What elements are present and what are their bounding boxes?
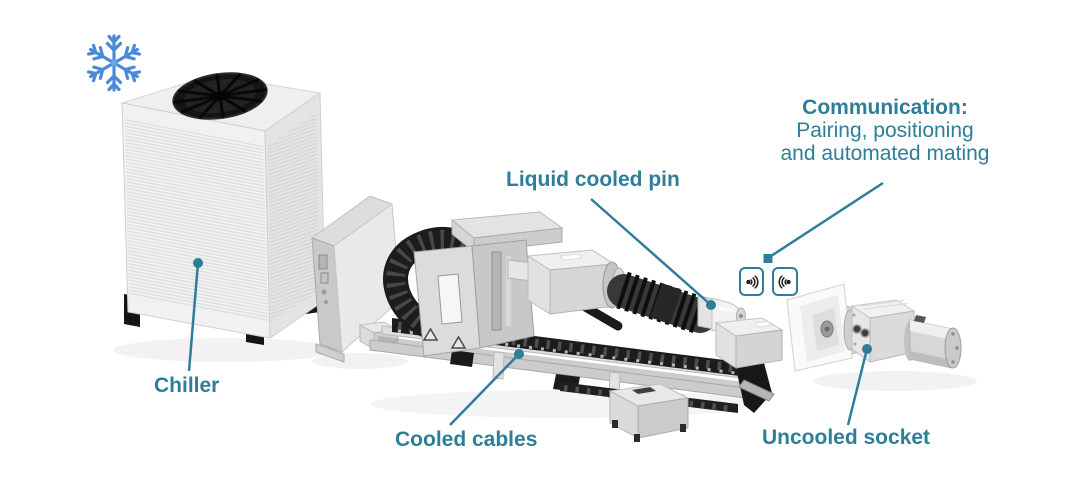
- cable-cabinet: [310, 195, 401, 363]
- junction-box-handle: [632, 387, 656, 394]
- junction-box: [608, 383, 690, 442]
- communication-line3: and automated mating: [780, 142, 990, 165]
- hose-smooth-band: [650, 283, 682, 324]
- cabinet-connector: [318, 254, 328, 270]
- wireless-transmit-icon: [739, 267, 764, 296]
- corrugated-hose: [607, 271, 717, 335]
- connector-box-b: [714, 317, 784, 369]
- snowflake-icon: [85, 34, 143, 92]
- pin-leader-line: [590, 198, 716, 310]
- mating-funnel: [786, 283, 869, 372]
- chiller-front-louvers: [125, 119, 268, 321]
- chiller-label: Chiller: [154, 374, 220, 397]
- communication-leader-line: [763, 181, 884, 263]
- rail-foot: [450, 350, 474, 367]
- carriage-cutout: [437, 273, 463, 325]
- chiller-side-louvers: [268, 113, 321, 322]
- chiller-leader-line: [187, 258, 203, 372]
- communication-title: Communication:: [802, 96, 968, 119]
- cabinet-connector: [320, 272, 329, 284]
- cooled-cables-label: Cooled cables: [395, 428, 538, 451]
- carriage-side: [471, 239, 535, 349]
- cables-leader-line: [449, 349, 524, 426]
- chiller-fan: [172, 72, 268, 120]
- socket-contact-hole: [860, 328, 870, 338]
- liquid-cooled-pin-label: Liquid cooled pin: [506, 168, 680, 191]
- warning-triangle-icon: [450, 335, 467, 349]
- communication-line2: Pairing, positioning: [796, 119, 974, 142]
- communication-label: Communication: Pairing, positioning and …: [770, 96, 1000, 165]
- uncooled-socket-label: Uncooled socket: [762, 426, 931, 449]
- wireless-receive-icon: [772, 267, 798, 296]
- warning-triangle-icon: [422, 327, 439, 341]
- socket-unit: [843, 299, 962, 369]
- socket-leader-line: [846, 344, 872, 426]
- chiller-unit: [121, 72, 326, 345]
- rail-end-bar: [738, 379, 775, 402]
- socket-contact-hole: [852, 324, 862, 334]
